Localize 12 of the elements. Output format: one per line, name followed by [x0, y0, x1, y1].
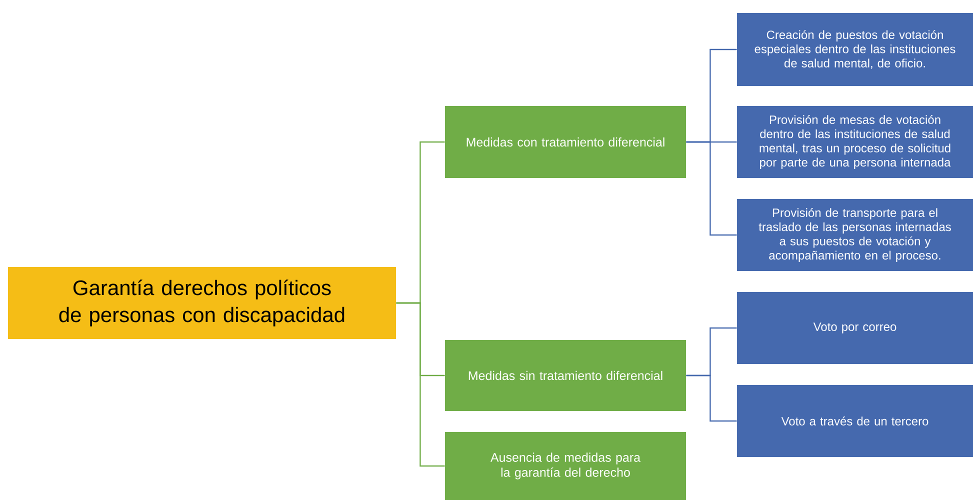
measure-box: Voto a través de un tercero — [737, 385, 973, 457]
category-box: Ausencia de medidas para la garantía del derecho — [445, 432, 686, 500]
measure-box: Creación de puestos de votación especiales dentro de las instituciones de salud mental, de oficio. — [737, 13, 973, 86]
connector-line — [686, 374, 737, 422]
category-box: Medidas sin tratamiento diferencial — [445, 340, 686, 411]
measure-box: Provisión de transporte para el traslado de las personas internadas a sus puestos de votación y acompañamiento en el proceso. — [737, 199, 973, 271]
connector-line — [686, 141, 737, 236]
category-box: Medidas con tratamiento diferencial — [445, 106, 686, 178]
connector-line — [396, 302, 445, 467]
measure-box: Provisión de mesas de votación dentro de las instituciones de salud mental, tras un proceso de solicitud por parte de una persona internada — [737, 106, 973, 178]
measure-box: Voto por correo — [737, 292, 973, 364]
title-box: Garantía derechos políticos de personas con discapacidad — [8, 267, 396, 339]
